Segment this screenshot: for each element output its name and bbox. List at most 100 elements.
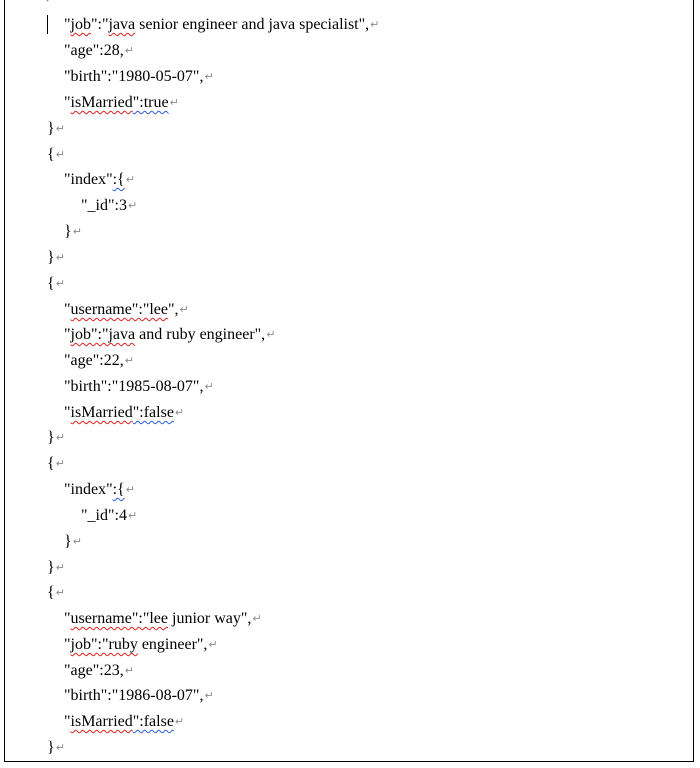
text-run: :{: [112, 171, 125, 188]
text-run: junior way",: [168, 610, 252, 627]
doc-line-2[interactable]: "age":28,↵: [64, 41, 134, 61]
text-run: job":"ruby: [70, 636, 138, 653]
doc-line-16[interactable]: "isMarried":false↵: [64, 403, 184, 423]
doc-line-21[interactable]: }↵: [64, 532, 82, 552]
text-run: "_id":3: [81, 197, 127, 214]
paragraph-mark-icon: ↵: [45, 0, 55, 6]
text-cursor: [47, 15, 48, 34]
text-run: ":": [90, 16, 109, 33]
doc-line-23[interactable]: {↵: [47, 583, 65, 603]
paragraph-mark-icon: ↵: [55, 148, 65, 161]
text-run: engineer",: [137, 636, 208, 653]
text-run: ",: [168, 301, 179, 318]
doc-line-1[interactable]: "job":"java senior engineer and java spe…: [64, 15, 379, 35]
text-run: {: [47, 275, 55, 292]
paragraph-mark-icon: ↵: [55, 251, 65, 264]
paragraph-mark-icon: ↵: [55, 277, 65, 290]
text-run: isMarried: [70, 404, 133, 421]
paragraph-mark-icon: ↵: [169, 96, 179, 109]
paragraph-mark-icon: ↵: [204, 689, 214, 702]
text-run: }: [47, 249, 55, 266]
text-run: {: [47, 146, 55, 163]
text-run: "birth":"1980-05-07",: [64, 68, 204, 85]
text-run: }: [47, 429, 55, 446]
paragraph-mark-icon: ↵: [174, 715, 185, 728]
text-run: {: [47, 584, 55, 601]
text-run: }: [64, 533, 72, 550]
doc-line-11[interactable]: {↵: [47, 274, 65, 294]
paragraph-mark-icon: ↵: [55, 561, 65, 574]
doc-line-8[interactable]: "_id":3↵: [81, 196, 137, 216]
paragraph-mark-icon: ↵: [370, 18, 380, 31]
doc-line-15[interactable]: "birth":"1985-08-07",↵: [64, 377, 214, 397]
doc-line-22[interactable]: }↵: [47, 558, 65, 578]
text-run: "age":23,: [64, 662, 124, 679]
doc-line-18[interactable]: {↵: [47, 454, 65, 474]
doc-line-19[interactable]: "index":{↵: [64, 480, 135, 500]
doc-line-28[interactable]: "isMarried":false↵: [64, 712, 184, 732]
doc-line-14[interactable]: "age":22,↵: [64, 351, 134, 371]
paragraph-mark-icon: ↵: [55, 741, 65, 754]
doc-line-7[interactable]: "index":{↵: [64, 170, 135, 190]
text-run: ": [64, 636, 71, 653]
paragraph-mark-icon: ↵: [125, 173, 135, 186]
doc-line-29[interactable]: }↵: [47, 738, 65, 758]
doc-line-25[interactable]: "job":"ruby engineer",↵: [64, 635, 218, 655]
paragraph-mark-icon: ↵: [125, 483, 135, 496]
doc-line-17[interactable]: }↵: [47, 428, 65, 448]
text-run: username":"lee: [70, 610, 168, 627]
text-run: ": [64, 326, 71, 343]
paragraph-mark-icon: ↵: [124, 664, 134, 677]
text-run: "birth":"1986-08-07",: [64, 687, 204, 704]
paragraph-mark-icon: ↵: [208, 638, 218, 651]
doc-line-24[interactable]: "username":"lee junior way",↵: [64, 609, 262, 629]
paragraph-mark-icon: ↵: [204, 380, 214, 393]
text-run: ":false: [132, 404, 174, 421]
text-run: ": [64, 404, 71, 421]
paragraph-mark-icon: ↵: [124, 354, 134, 367]
doc-line-6[interactable]: {↵: [47, 145, 65, 165]
text-run: }: [47, 559, 55, 576]
doc-line-3[interactable]: "birth":"1980-05-07",↵: [64, 67, 214, 87]
text-run: "birth":"1985-08-07",: [64, 378, 204, 395]
text-run: ": [64, 16, 71, 33]
text-run: senior engineer and java specialist",: [135, 16, 370, 33]
text-run: job: [70, 16, 91, 33]
paragraph-mark-icon: ↵: [55, 457, 65, 470]
text-run: isMarried: [70, 713, 133, 730]
doc-line-13[interactable]: "job":"java and ruby engineer",↵: [64, 325, 275, 345]
paragraph-mark-icon: ↵: [124, 44, 134, 57]
doc-line-27[interactable]: "birth":"1986-08-07",↵: [64, 686, 214, 706]
paragraph-mark-icon: ↵: [55, 431, 65, 444]
doc-line-4[interactable]: "isMarried":true↵: [64, 93, 179, 113]
paragraph-mark-icon: ↵: [252, 612, 262, 625]
text-run: and ruby engineer",: [135, 326, 266, 343]
doc-line-5[interactable]: }↵: [47, 119, 65, 139]
paragraph-mark-icon: ↵: [72, 535, 82, 548]
text-run: ": [64, 713, 71, 730]
text-run: username":"lee: [70, 301, 168, 318]
doc-line-26[interactable]: "age":23,↵: [64, 661, 134, 681]
document-page[interactable]: ↵ "job":"java senior engineer and java s…: [4, 0, 694, 762]
text-run: }: [47, 739, 55, 756]
paragraph-mark-icon: ↵: [266, 328, 276, 341]
paragraph-mark-icon: ↵: [127, 199, 138, 212]
text-run: ":true: [132, 94, 169, 111]
doc-line-9[interactable]: }↵: [64, 222, 82, 242]
text-run: isMarried: [70, 94, 133, 111]
text-run: ": [64, 94, 71, 111]
doc-line-20[interactable]: "_id":4↵: [81, 506, 137, 526]
text-run: ":false: [132, 713, 174, 730]
text-run: "age":28,: [64, 42, 124, 59]
text-run: ": [64, 301, 71, 318]
paragraph-mark-icon: ↵: [55, 586, 65, 599]
doc-line-12[interactable]: "username":"lee",↵: [64, 300, 189, 320]
text-run: "_id":4: [81, 507, 127, 524]
text-run: :{: [112, 481, 125, 498]
doc-line-10[interactable]: }↵: [47, 248, 65, 268]
text-run: }: [47, 120, 55, 137]
paragraph-mark-icon: ↵: [174, 406, 185, 419]
paragraph-mark-icon: ↵: [179, 303, 189, 316]
paragraph-mark-icon: ↵: [204, 70, 214, 83]
text-run: java: [108, 16, 136, 33]
